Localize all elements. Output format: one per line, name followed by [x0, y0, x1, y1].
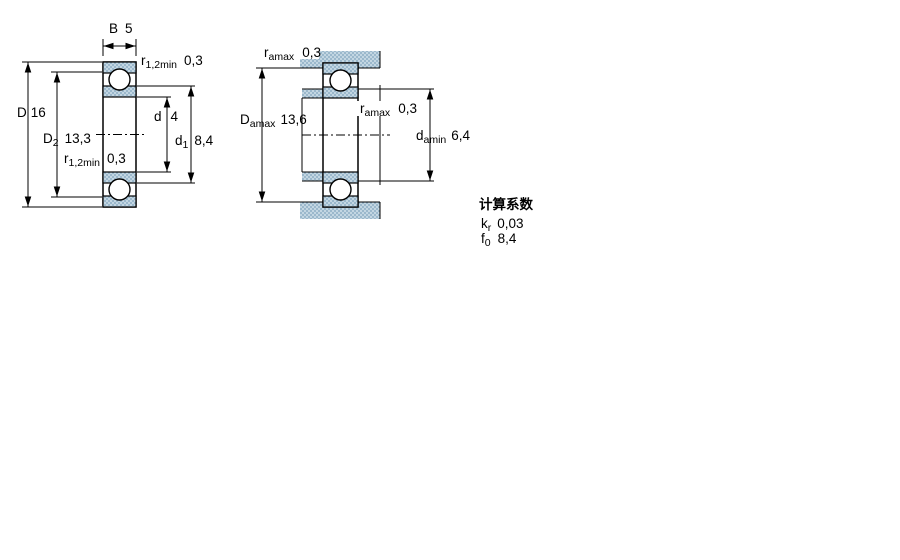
- ball-top: [329, 69, 352, 92]
- shaft-shoulder-bottom: [302, 172, 323, 181]
- housing-shoulder-bottom: [300, 202, 380, 219]
- label-backing: [298, 46, 319, 59]
- ball-bottom: [329, 178, 352, 201]
- label-backing: [357, 101, 414, 116]
- ball-bottom: [108, 178, 131, 201]
- shaft-shoulder-top: [302, 89, 323, 98]
- housing-shoulder-top: [300, 51, 380, 68]
- calculation-factors-heading: 计算系数: [479, 196, 533, 212]
- ball-top: [108, 68, 131, 91]
- bearing-cross-section: [96, 61, 144, 208]
